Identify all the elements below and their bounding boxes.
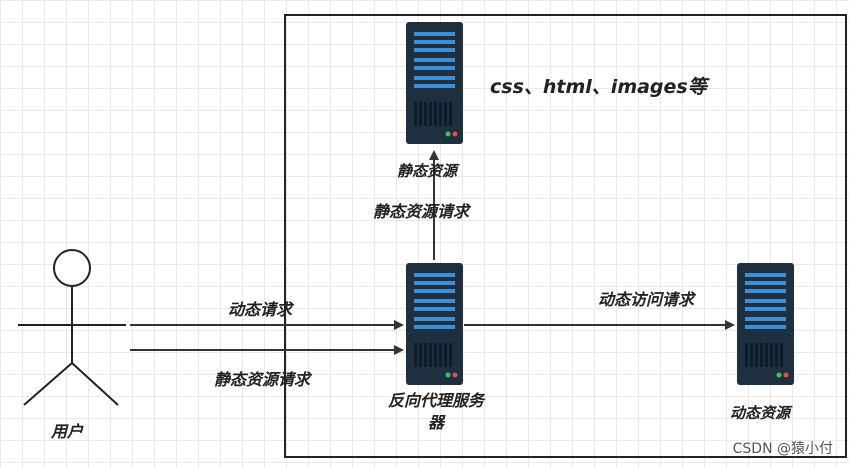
dynamic-server-label: 动态资源	[730, 404, 791, 422]
static-files-label: css、html、images等	[490, 76, 707, 98]
static-server-icon	[406, 22, 463, 144]
user-label: 用户	[51, 422, 84, 441]
dynamic-access-label: 动态访问请求	[598, 290, 695, 309]
static-request-label: 静态资源请求	[214, 370, 311, 389]
proxy-server-label: 反向代理服务器	[387, 391, 484, 432]
user-stick-figure	[18, 249, 126, 406]
server-boundary-box	[284, 14, 847, 458]
dynamic-request-label: 动态请求	[228, 300, 293, 319]
csdn-watermark: CSDN @猿小付	[732, 441, 833, 457]
dynamic-server-icon	[737, 263, 794, 385]
proxy-server-icon	[406, 263, 463, 385]
static-request-up-label: 静态资源请求	[373, 202, 470, 221]
static-server-label: 静态资源	[397, 162, 458, 180]
